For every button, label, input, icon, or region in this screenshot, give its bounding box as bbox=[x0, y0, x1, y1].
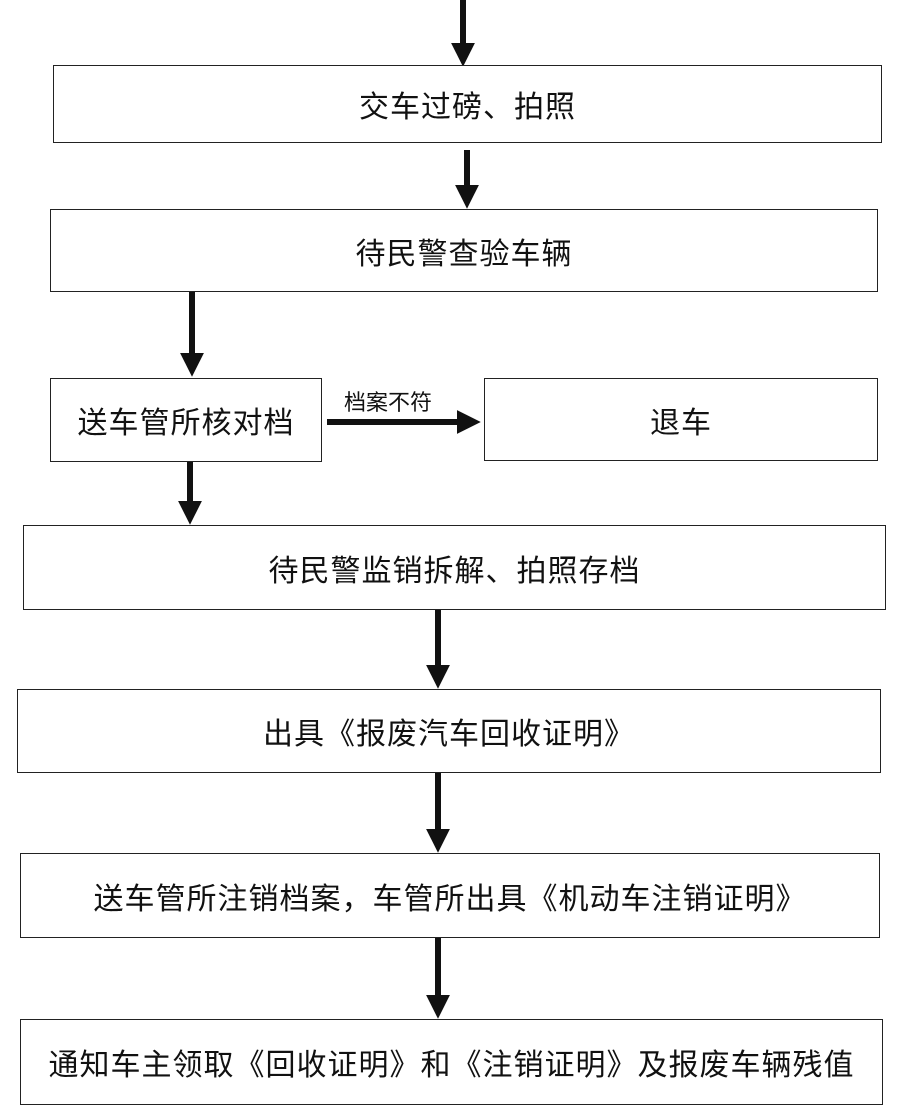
step-dmv-verify: 送车管所核对档 bbox=[50, 378, 322, 462]
step-dismantle-label: 待民警监销拆解、拍照存档 bbox=[268, 553, 641, 589]
step-cancel-record: 送车管所注销档案，车管所出具《机动车注销证明》 bbox=[20, 853, 880, 938]
step-dmv-verify-label: 送车管所核对档 bbox=[77, 406, 295, 441]
step-dismantle: 待民警监销拆解、拍照存档 bbox=[23, 525, 886, 610]
step-return-vehicle-label: 退车 bbox=[650, 405, 712, 441]
step-weigh-photo: 交车过磅、拍照 bbox=[53, 65, 882, 143]
edge-label-mismatch: 档案不符 bbox=[344, 391, 433, 416]
step-recycle-certificate: 出具《报废汽车回收证明》 bbox=[17, 689, 881, 773]
step-return-vehicle: 退车 bbox=[484, 378, 878, 461]
step-weigh-photo-label: 交车过磅、拍照 bbox=[359, 90, 576, 125]
step-police-inspect: 待民警查验车辆 bbox=[50, 209, 878, 292]
step-notify-owner-label: 通知车主领取《回收证明》和《注销证明》及报废车辆残值 bbox=[48, 1048, 855, 1083]
step-cancel-record-label: 送车管所注销档案，车管所出具《机动车注销证明》 bbox=[93, 881, 807, 917]
step-notify-owner: 通知车主领取《回收证明》和《注销证明》及报废车辆残值 bbox=[20, 1019, 883, 1105]
step-recycle-certificate-label: 出具《报废汽车回收证明》 bbox=[263, 717, 635, 752]
step-police-inspect-label: 待民警查验车辆 bbox=[355, 236, 573, 272]
